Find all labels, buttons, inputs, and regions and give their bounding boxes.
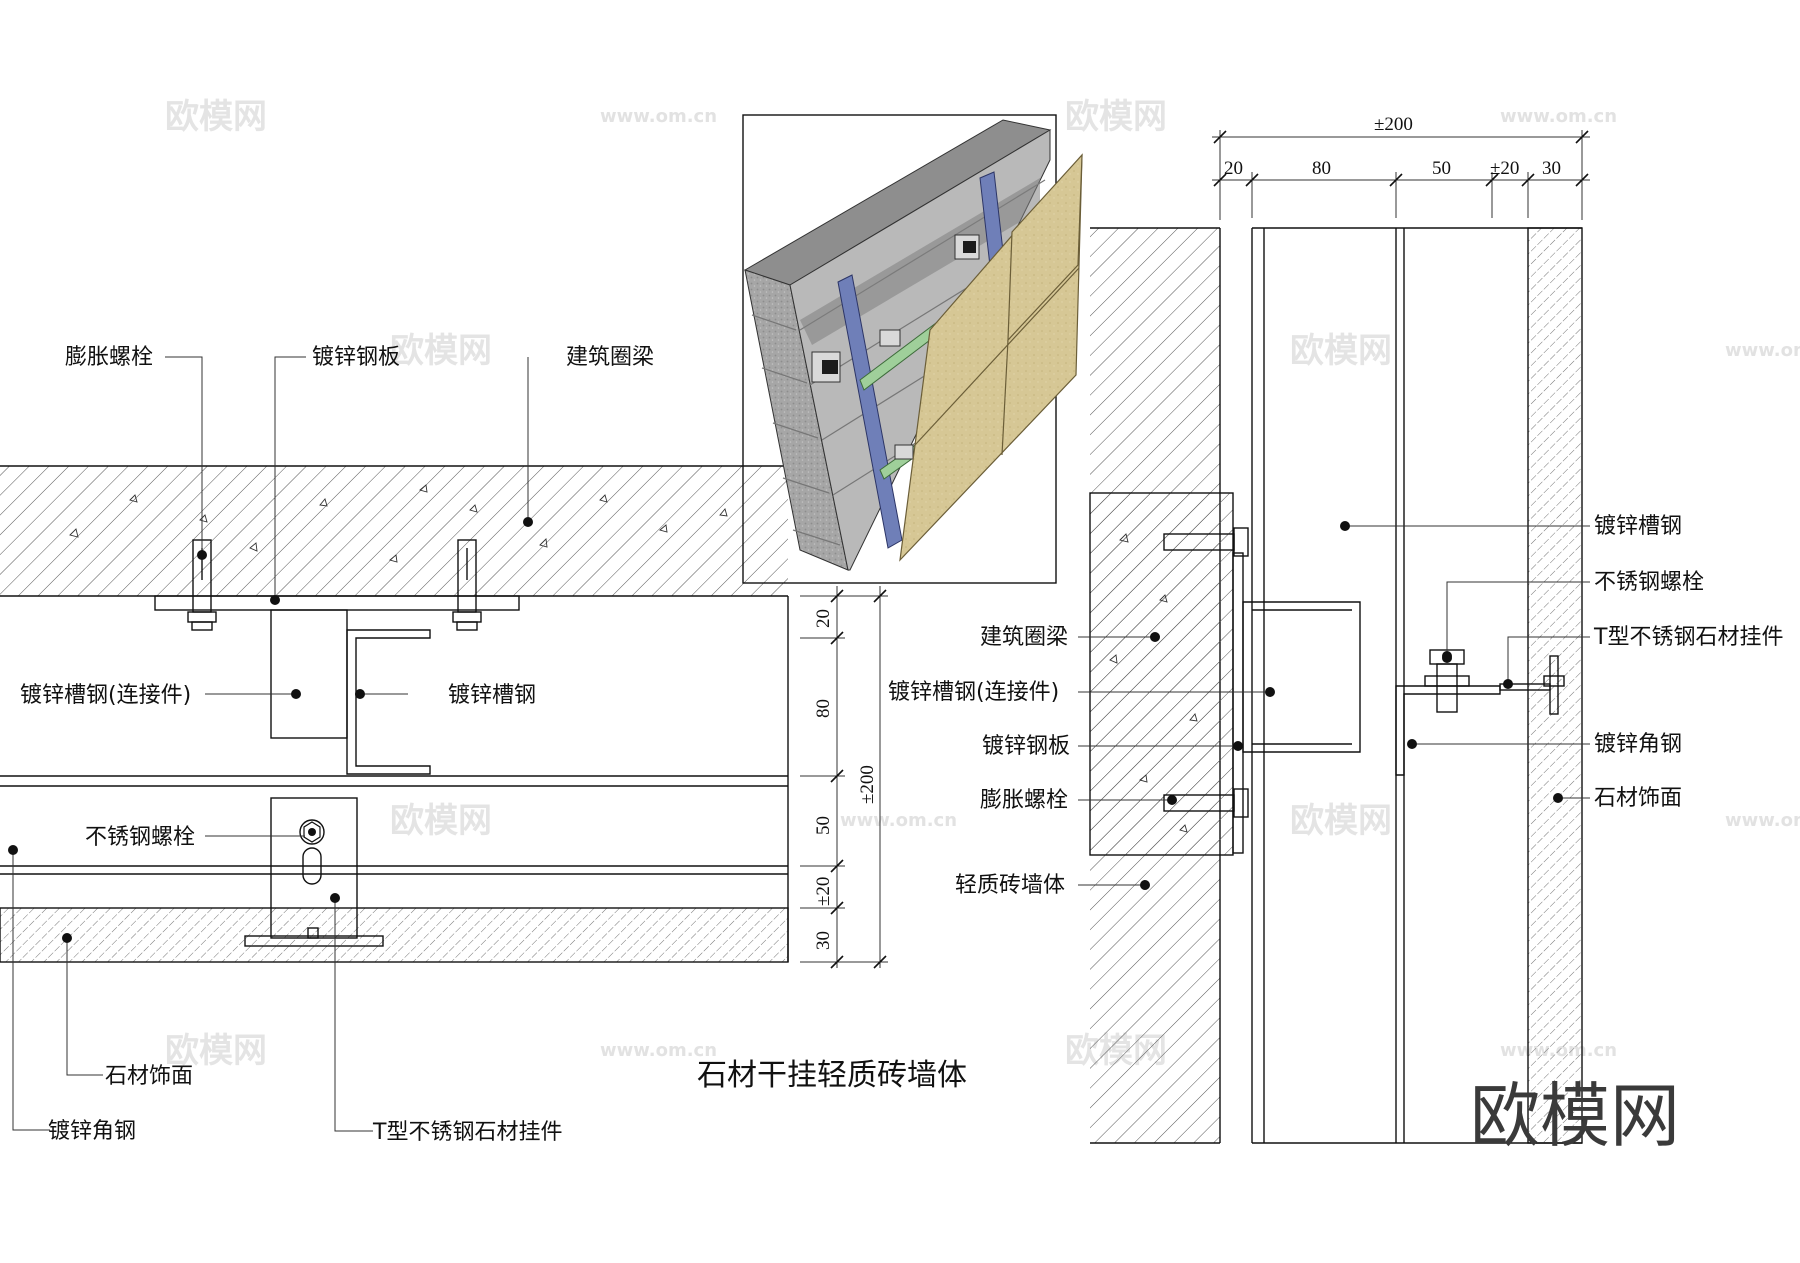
- watermark-url: www.om.cn: [600, 106, 717, 127]
- label-sec-stone-facing: 石材饰面: [1594, 786, 1682, 811]
- watermark-url: www.om.cn: [840, 810, 957, 831]
- dim-sec-total: ±200: [1374, 114, 1413, 135]
- label-sec-t-hanger: T型不锈钢石材挂件: [1593, 625, 1783, 650]
- axonometric-view: [742, 114, 1083, 584]
- plan-dots: [8, 517, 533, 943]
- section-dots: [1140, 521, 1563, 890]
- watermark-url: www.om.cn: [600, 1040, 717, 1061]
- label-sec-ring-beam: 建筑圈梁: [980, 625, 1068, 650]
- label-sec-expansion-bolt: 膨胀螺栓: [980, 788, 1068, 813]
- plan-leaders: [12, 356, 529, 1132]
- dim-sec-80: 80: [1312, 158, 1331, 179]
- galv-channel: [346, 629, 431, 775]
- watermark-url: www.om.cn: [1500, 106, 1617, 127]
- label-galv-angle: 镀锌角钢: [48, 1119, 136, 1144]
- stone-facing: [0, 907, 789, 963]
- dim-30: 30: [813, 931, 834, 950]
- watermark-url: www.om.cn: [1725, 340, 1800, 361]
- ring-beam-hatch: [0, 466, 788, 596]
- watermark-brand: 欧模网: [390, 331, 492, 371]
- watermark-brand: 欧模网: [390, 801, 492, 841]
- watermark-brand: 欧模网: [165, 1031, 267, 1071]
- label-ring-beam: 建筑圈梁: [566, 345, 654, 370]
- label-galv-channel: 镀锌槽钢: [448, 683, 536, 708]
- dim-pm20: ±20: [813, 877, 834, 906]
- watermark-brand: 欧模网: [1290, 801, 1392, 841]
- logo-text: 欧模网: [1470, 1075, 1680, 1157]
- section-dimensions: ±200 20 80 50 ±20 30: [1212, 114, 1590, 220]
- drawing-title: 石材干挂轻质砖墙体: [697, 1058, 967, 1093]
- section-connector: [1242, 601, 1361, 753]
- label-stone-facing: 石材饰面: [105, 1064, 193, 1089]
- galv-channel-connector: [270, 609, 348, 739]
- section-leaders: [1078, 525, 1590, 886]
- label-sec-galv-channel: 镀锌槽钢: [1594, 514, 1682, 539]
- watermark-brand: 欧模网: [1065, 97, 1167, 137]
- plan-dimensions: 20 80 50 ±20 30 ±200: [800, 586, 888, 969]
- label-ss-bolt: 不锈钢螺栓: [85, 825, 195, 850]
- watermark-brand: 欧模网: [165, 97, 267, 137]
- dim-50: 50: [813, 816, 834, 835]
- dim-sec-pm20: ±20: [1490, 158, 1519, 179]
- label-galv-channel-connector: 镀锌槽钢(连接件): [20, 683, 191, 708]
- label-sec-connector: 镀锌槽钢(连接件): [888, 680, 1059, 705]
- dim-sec-50: 50: [1432, 158, 1451, 179]
- label-sec-ss-bolt: 不锈钢螺栓: [1594, 570, 1704, 595]
- label-sec-steel-plate: 镀锌钢板: [982, 734, 1070, 759]
- dim-sec-30: 30: [1542, 158, 1561, 179]
- section-angle: [1395, 685, 1501, 776]
- dim-80: 80: [813, 699, 834, 718]
- plan-view: 膨胀螺栓 镀锌钢板 建筑圈梁 镀锌槽钢(连接件) 镀锌槽钢 不锈钢螺栓 石材饰面…: [0, 345, 888, 1145]
- label-t-hanger: T型不锈钢石材挂件: [372, 1120, 562, 1145]
- dim-20: 20: [813, 609, 834, 628]
- watermark-url: www.om.cn: [1725, 810, 1800, 831]
- section-view: 镀锌槽钢 不锈钢螺栓 T型不锈钢石材挂件 镀锌角钢 石材饰面 建筑圈梁 镀锌槽钢…: [888, 114, 1783, 1144]
- label-sec-galv-angle: 镀锌角钢: [1594, 732, 1682, 757]
- galv-steel-plate: [154, 595, 520, 611]
- dim-sec-20: 20: [1224, 158, 1243, 179]
- section-ring-beam: [1089, 492, 1234, 856]
- dim-total: ±200: [857, 765, 878, 804]
- label-galv-steel-plate: 镀锌钢板: [312, 345, 400, 370]
- label-expansion-bolt: 膨胀螺栓: [65, 345, 153, 370]
- watermark-brand: 欧模网: [1290, 331, 1392, 371]
- label-sec-light-brick-wall: 轻质砖墙体: [955, 873, 1065, 898]
- expansion-bolt-right: [452, 539, 482, 631]
